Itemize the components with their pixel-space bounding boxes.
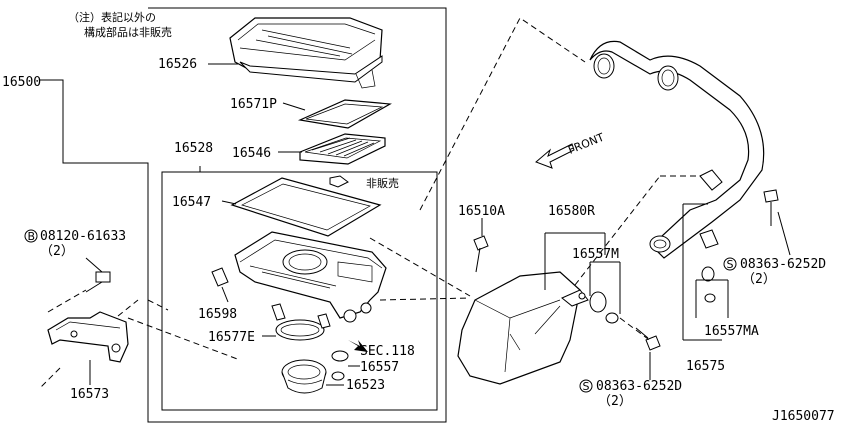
note-line-2: 構成部品は非販売 — [84, 25, 172, 39]
label-bolt-08120: 08120-61633 — [40, 229, 126, 244]
filter-frame-16571P[interactable] — [297, 99, 392, 129]
label-16557MA: 16557MA — [704, 324, 759, 339]
svg-text:S: S — [583, 380, 590, 393]
label-screw-bottom: 08363-6252D — [596, 379, 682, 394]
note-line-1: （注）表記以外の — [68, 10, 156, 24]
label-16575: 16575 — [686, 359, 725, 374]
air-cleaner-cover-16526[interactable] — [229, 17, 383, 89]
label-16510A: 16510A — [458, 204, 505, 219]
diagram-code: J1650077 — [772, 409, 835, 424]
label-sec118: SEC.118 — [360, 344, 415, 359]
label-16598: 16598 — [198, 307, 237, 322]
gasket-16547[interactable] — [230, 177, 382, 237]
label-16557-left: 16557 — [360, 360, 399, 375]
duct-16523[interactable] — [281, 359, 327, 394]
screw-08363-right[interactable] — [763, 189, 779, 226]
front-label: FRONT — [566, 131, 606, 157]
clamp-16577E[interactable] — [271, 303, 331, 341]
bolt-08120-61633[interactable] — [85, 271, 111, 293]
bolt-16510A[interactable] — [473, 235, 489, 273]
label-16557M: 16557M — [572, 247, 619, 262]
not-sold-label: 非販売 — [366, 177, 399, 190]
label-16500: 16500 — [2, 75, 41, 90]
label-16580R: 16580R — [548, 204, 595, 219]
label-screw-bottom-qty: （2） — [598, 394, 632, 409]
sec118-arrow — [348, 340, 368, 352]
filter-element-16546[interactable] — [299, 133, 386, 165]
svg-text:B: B — [28, 230, 36, 243]
resonator-16580R[interactable] — [457, 271, 589, 385]
label-16526: 16526 — [158, 57, 197, 72]
label-bolt-qty: （2） — [40, 244, 74, 259]
s-marker-right: S — [723, 257, 737, 271]
label-16571P: 16571P — [230, 97, 277, 112]
label-screw-right: 08363-6252D — [740, 257, 826, 272]
not-sold-clip — [329, 175, 349, 188]
front-arrow — [535, 143, 575, 169]
label-screw-right-qty: （2） — [742, 272, 776, 287]
svg-text:S: S — [727, 258, 734, 271]
grommet-16557MA[interactable] — [701, 266, 716, 303]
clip-16598[interactable] — [211, 267, 229, 303]
label-16546: 16546 — [232, 146, 271, 161]
label-16577E: 16577E — [208, 330, 255, 345]
label-16547: 16547 — [172, 195, 211, 210]
label-16573: 16573 — [70, 387, 109, 402]
intake-pipe-16575[interactable] — [589, 40, 765, 259]
air-cleaner-lower-case[interactable] — [234, 231, 387, 323]
grommet-16557-left[interactable] — [331, 350, 349, 381]
grommet-16557M[interactable] — [589, 291, 619, 324]
screw-08363-bottom[interactable] — [635, 327, 661, 351]
label-16523: 16523 — [346, 378, 385, 393]
assembly-frame-16500 — [40, 7, 447, 423]
b-marker: B — [24, 229, 38, 243]
s-marker-bottom: S — [579, 379, 593, 393]
bracket-16573[interactable] — [47, 311, 129, 363]
label-16528: 16528 — [174, 141, 213, 156]
